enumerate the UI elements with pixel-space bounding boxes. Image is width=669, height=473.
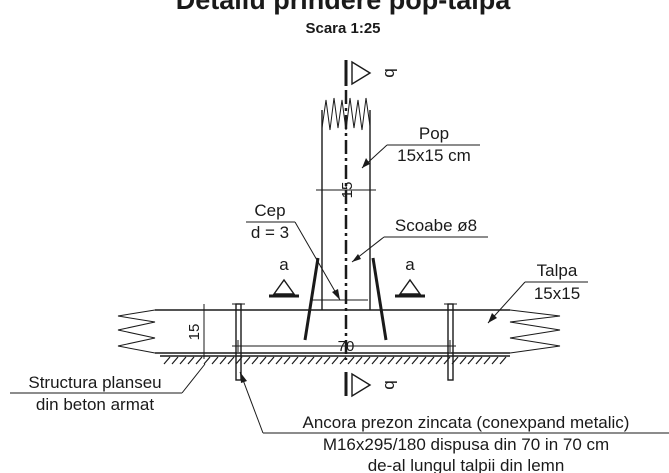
slab-hatch-line: [443, 356, 451, 365]
slab-hatch-line: [339, 356, 347, 365]
slab-hatch-line: [267, 356, 275, 365]
slab-hatch-line: [315, 356, 323, 365]
slab-hatch-line: [467, 356, 475, 365]
cep-label: Cep: [254, 201, 285, 220]
slab-hatch-line: [163, 356, 171, 365]
slab-hatch-line: [499, 356, 507, 365]
cep-callout: Cep d = 3: [246, 201, 341, 301]
slab-hatch-line: [387, 356, 395, 365]
section-mark-a-right: a: [405, 255, 415, 274]
slab-hatch-line: [251, 356, 259, 365]
section-marker-b-top: b: [344, 60, 400, 86]
slab-hatch-line: [235, 356, 243, 365]
anchor-label-line2: M16x295/180 dispusa din 70 in 70 cm: [323, 435, 609, 454]
slab-hatch-line: [347, 356, 355, 365]
talpa-label: Talpa: [537, 261, 578, 280]
post-pop: [321, 97, 371, 310]
slab-hatch-line: [379, 356, 387, 365]
anchor-spacing-value: 70: [338, 338, 355, 355]
anchor-label-line1: Ancora prezon zincata (conexpand metalic…: [303, 413, 630, 432]
slab-hatch-line: [195, 356, 203, 365]
drawing-title: Detaliu prindere pop-talpa: [176, 0, 512, 15]
talpa-size-label: 15x15: [534, 284, 580, 303]
section-marker-a-right: a: [395, 255, 425, 298]
talpa-height-value: 15: [186, 324, 203, 341]
slab-hatch-line: [299, 356, 307, 365]
cep-size-label: d = 3: [251, 223, 289, 242]
slab-hatch-line: [427, 356, 435, 365]
pop-label: Pop: [419, 124, 449, 143]
scoabe-label: Scoabe ø8: [395, 216, 477, 235]
slab-hatch-line: [259, 356, 267, 365]
post-width-value: 15: [339, 182, 356, 199]
slab-hatch-line: [323, 356, 331, 365]
slab-hatch-line: [371, 356, 379, 365]
anchor-bolt-left: [232, 303, 245, 381]
slab-hatch-line: [291, 356, 299, 365]
section-marker-a-left: a: [269, 255, 299, 298]
sole-plate-talpa: [117, 309, 561, 354]
slab-hatch-line: [307, 356, 315, 365]
section-mark-b-top: b: [381, 68, 400, 77]
slab-hatch-line: [243, 356, 251, 365]
slab-hatch-line: [283, 356, 291, 365]
anchor-callout: Ancora prezon zincata (conexpand metalic…: [239, 371, 669, 473]
slab-hatch-line: [363, 356, 371, 365]
pop-size-label: 15x15 cm: [397, 146, 471, 165]
slab-hatch-line: [435, 356, 443, 365]
drawing-scale: Scara 1:25: [305, 20, 380, 37]
slab-hatch-line: [179, 356, 187, 365]
pop-callout: Pop 15x15 cm: [361, 124, 480, 169]
section-marker-b-bottom: b: [344, 372, 400, 398]
slab-hatch-line: [411, 356, 419, 365]
slab-hatch-line: [331, 356, 339, 365]
slab-label-line1: Structura planseu: [28, 373, 161, 392]
section-mark-a-left: a: [279, 255, 289, 274]
slab-hatch-line: [219, 356, 227, 365]
slab-hatch-line: [203, 356, 211, 365]
slab-hatch-line: [459, 356, 467, 365]
slab-hatch-line: [475, 356, 483, 365]
slab-hatch-line: [395, 356, 403, 365]
slab-hatch-line: [187, 356, 195, 365]
slab-hatch-line: [355, 356, 363, 365]
anchor-spacing-dimension: 70: [232, 338, 456, 355]
anchor-bolt-right: [444, 303, 457, 381]
slab-hatch-line: [227, 356, 235, 365]
talpa-callout: Talpa 15x15: [487, 261, 588, 324]
slab-hatch-line: [451, 356, 459, 365]
slab-label-line2: din beton armat: [36, 395, 154, 414]
slab-hatch-line: [491, 356, 499, 365]
anchor-label-line3: de-al lungul talpii din lemn: [368, 456, 565, 473]
section-mark-b-bottom: b: [381, 380, 400, 389]
slab-hatch-line: [419, 356, 427, 365]
slab-hatch-line: [483, 356, 491, 365]
scoabe-callout: Scoabe ø8: [351, 216, 488, 263]
slab-hatch-line: [171, 356, 179, 365]
slab-hatch-line: [403, 356, 411, 365]
talpa-height-dimension: 15: [186, 304, 210, 359]
post-width-dimension: 15: [316, 182, 376, 199]
slab-hatch-line: [211, 356, 219, 365]
slab-hatch-line: [275, 356, 283, 365]
staples-scoabe: [303, 257, 388, 341]
concrete-slab: [160, 355, 510, 365]
slab-callout: Structura planseu din beton armat: [10, 363, 206, 414]
